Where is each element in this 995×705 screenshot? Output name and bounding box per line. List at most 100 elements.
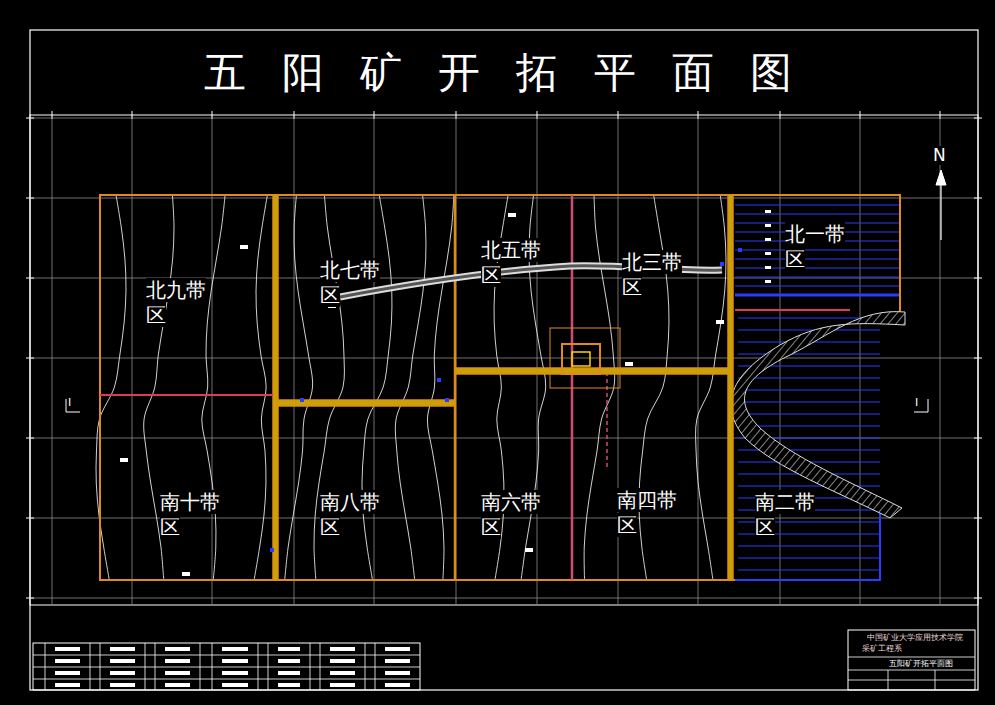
coal-seam-line [735,277,900,278]
coal-seam-line [735,259,900,260]
table-line [365,643,366,690]
band-district: 南四带 区 [617,488,683,538]
table-line [155,643,156,690]
table-line [935,670,936,690]
grid-tick [26,438,34,439]
coal-seam-line [735,295,900,296]
table-fill [222,659,248,663]
grid-line [456,115,457,605]
grid-line [537,115,538,605]
table-line [848,657,975,658]
band-district: 北九带 区 [146,278,212,328]
grid-tick [26,598,34,599]
band-district: 北七带 区 [320,258,386,308]
blue-marker [270,548,274,552]
survey-mark [120,458,128,462]
district-name: 北九带 区 [146,278,206,327]
grid-line [294,115,295,605]
district-name: 北七带 区 [320,258,380,307]
table-line [212,643,213,690]
department-name: 采矿工程系 [862,645,902,654]
coal-seam-line [738,402,880,403]
main-roadway [273,195,278,580]
district-name: 北一带 区 [785,222,845,271]
contour-line [362,195,392,579]
contour-line [696,195,726,579]
fault-zone [731,312,905,518]
table-line [33,667,420,668]
outer-frame [30,30,978,690]
table-line [100,643,101,690]
main-roadway [278,405,455,407]
table-fill [55,647,80,651]
blue-marker [720,262,724,266]
haulage-roadway [735,294,900,297]
coal-seam-line [735,268,900,269]
district-name: 南四带 区 [617,488,677,537]
main-roadway [277,195,279,580]
grid-tick [974,278,982,279]
table-fill [278,683,300,687]
main-roadway [732,195,734,580]
airway-roadway [100,394,273,396]
main-roadway [728,195,733,580]
band-district: 北三带 区 [622,250,688,300]
contour-line [254,195,267,579]
mine-boundary [100,195,900,580]
table-fill [55,683,80,687]
table-line [375,643,376,690]
survey-mark [765,238,771,241]
grid-line [30,598,978,599]
map-title: 五阳矿开拓平面图 [0,48,995,98]
coal-seam-line [738,330,880,331]
grid-tick [26,198,34,199]
table-line [145,643,146,690]
airway-roadway [735,309,850,311]
grid-line [52,115,53,605]
coal-seam-line [735,250,900,251]
district-name: 南八带 区 [320,490,380,539]
industrial-square [550,328,620,388]
district-name: 南二带 区 [755,490,815,539]
table-line [848,670,975,671]
main-roadway [272,195,274,580]
contour-line [427,195,453,579]
coal-seam-line [738,558,880,559]
grid-tick [974,198,982,199]
drawing-name: 五阳矿开拓平面图 [889,660,953,669]
band-district: 南二带 区 [755,490,821,540]
section-label: I [915,397,918,409]
grid-line [30,358,978,359]
contour-line [395,195,426,579]
table-fill [222,683,248,687]
survey-mark [716,320,724,324]
grid-tick [26,278,34,279]
north-arrow [936,170,946,185]
north-label: N [933,146,946,165]
table-line [848,680,975,681]
coal-seam-line [735,214,900,215]
table-fill [330,671,355,675]
table-fill [330,647,355,651]
coal-seam-line [735,286,900,287]
main-roadway [455,367,728,369]
table-line [320,643,321,690]
grid-line [698,115,699,605]
survey-mark [182,572,190,576]
grid-line [30,118,978,119]
table-fill [278,659,300,663]
grid-line [374,115,375,605]
district-name: 南六带 区 [481,490,541,539]
table-line [268,643,269,690]
table-line [45,643,46,690]
survey-mark [765,266,771,269]
institution-name: 中国矿业大学应用技术学院 [867,634,963,643]
main-roadway [454,195,457,580]
contour-line [285,195,313,579]
grid-line [940,115,941,605]
grid-line [132,115,133,605]
grid-tick [26,358,34,359]
table-fill [165,683,190,687]
table-fill [278,647,300,651]
